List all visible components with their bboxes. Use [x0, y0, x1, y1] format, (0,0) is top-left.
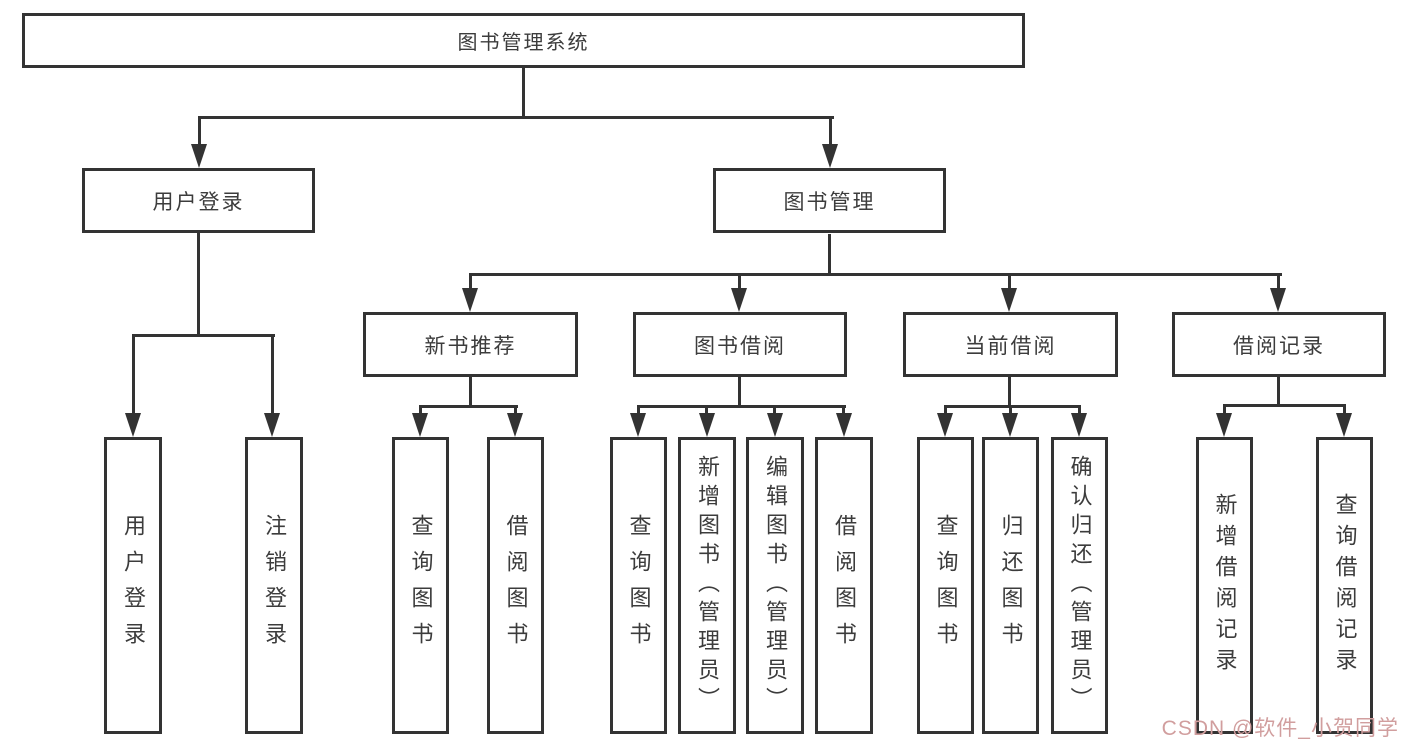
leaf-borrow-books: 借阅图书 — [815, 437, 873, 734]
line — [197, 233, 200, 337]
line — [132, 334, 135, 414]
leaf-query-books-current: 查询图书 — [917, 437, 974, 734]
line — [469, 273, 472, 291]
line — [469, 377, 472, 408]
node-book-manage-branch: 图书管理 — [713, 168, 946, 233]
leaf-user-login: 用户登录 — [104, 437, 162, 734]
line — [522, 66, 525, 118]
line — [1008, 377, 1011, 408]
line — [829, 116, 832, 148]
arrowhead — [462, 288, 478, 312]
arrowhead — [507, 413, 523, 437]
arrowhead — [630, 413, 646, 437]
arrowhead — [412, 413, 428, 437]
arrowhead — [1071, 413, 1087, 437]
leaf-add-book-admin: 新增图书（管理员） — [678, 437, 736, 734]
leaf-query-books-borrow: 查询图书 — [610, 437, 667, 734]
arrowhead — [1216, 413, 1232, 437]
line — [773, 405, 776, 414]
line — [419, 405, 422, 414]
arrowhead — [937, 413, 953, 437]
node-book-borrow: 图书借阅 — [633, 312, 847, 377]
arrowhead — [191, 144, 207, 168]
line — [419, 405, 518, 408]
line — [828, 234, 831, 276]
line — [944, 405, 1081, 408]
line — [198, 116, 201, 148]
line — [1277, 273, 1280, 291]
line — [738, 273, 741, 291]
leaf-query-borrow-record: 查询借阅记录 — [1316, 437, 1373, 734]
leaf-confirm-return-admin: 确认归还（管理员） — [1051, 437, 1108, 734]
arrowhead — [125, 413, 141, 437]
line — [1078, 405, 1081, 414]
node-root: 图书管理系统 — [22, 13, 1025, 68]
line — [637, 405, 640, 414]
leaf-add-borrow-record: 新增借阅记录 — [1196, 437, 1253, 734]
line — [1008, 273, 1011, 291]
line — [1223, 404, 1346, 407]
arrowhead — [1336, 413, 1352, 437]
leaf-edit-book-admin: 编辑图书（管理员） — [746, 437, 804, 734]
line — [1009, 405, 1012, 414]
node-new-book-recommend: 新书推荐 — [363, 312, 578, 377]
line — [705, 405, 708, 414]
arrowhead — [1002, 413, 1018, 437]
node-borrow-records: 借阅记录 — [1172, 312, 1386, 377]
arrowhead — [836, 413, 852, 437]
leaf-return-book: 归还图书 — [982, 437, 1039, 734]
line — [944, 405, 947, 414]
arrowhead — [699, 413, 715, 437]
node-user-login-branch: 用户登录 — [82, 168, 315, 233]
line — [738, 377, 741, 408]
arrowhead — [1270, 288, 1286, 312]
line — [271, 334, 274, 414]
line — [1343, 404, 1346, 414]
line — [1277, 376, 1280, 407]
line — [842, 405, 845, 414]
node-current-borrow: 当前借阅 — [903, 312, 1118, 377]
line — [469, 273, 1282, 276]
arrowhead — [822, 144, 838, 168]
arrowhead — [767, 413, 783, 437]
line — [514, 405, 517, 414]
arrowhead — [1001, 288, 1017, 312]
arrowhead — [731, 288, 747, 312]
line — [637, 405, 846, 408]
line — [198, 116, 834, 119]
leaf-query-books-recommend: 查询图书 — [392, 437, 449, 734]
watermark: CSDN @软件_小贺同学 — [1161, 717, 1399, 740]
line — [132, 334, 275, 337]
arrowhead — [264, 413, 280, 437]
leaf-borrow-books-recommend: 借阅图书 — [487, 437, 544, 734]
line — [1223, 404, 1226, 414]
leaf-logout: 注销登录 — [245, 437, 303, 734]
